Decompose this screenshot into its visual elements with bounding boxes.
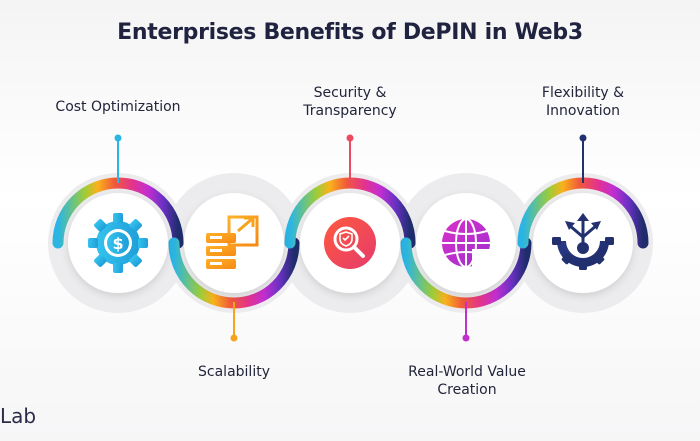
benefit-label-security-transparency: Security & Transparency xyxy=(303,85,397,119)
magnifier-shield-icon xyxy=(324,217,376,269)
benefit-label-cost-optimization: Cost Optimization xyxy=(55,99,181,115)
benefit-label-scalability: Scalability xyxy=(198,364,270,380)
benefit-label-flexibility-innovation: Flexibility & Innovation xyxy=(541,85,625,119)
benefit-label-real-world-value: Real-World Value Creation xyxy=(408,364,526,398)
page-title: Enterprises Benefits of DePIN in Web3 xyxy=(117,20,583,45)
globe-grid-icon xyxy=(442,218,492,268)
server-arrow-icon xyxy=(206,215,259,269)
gear-arrows-icon xyxy=(552,213,614,270)
svg-text:$: $ xyxy=(112,234,123,253)
dollar-gear-icon: $ xyxy=(88,213,148,273)
brand-logo-text: Lab xyxy=(0,404,37,428)
